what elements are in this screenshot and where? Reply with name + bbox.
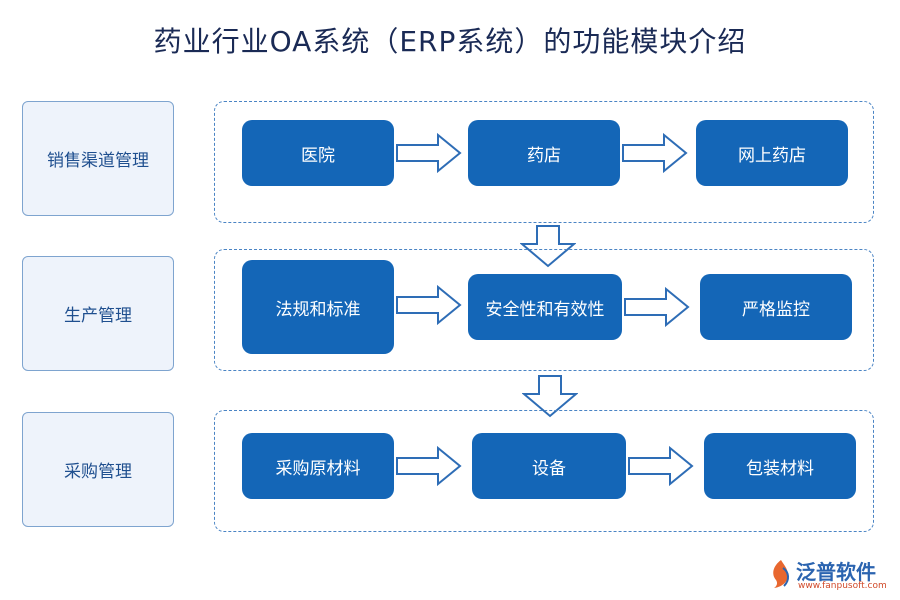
row-panel-sales-channel <box>214 101 874 223</box>
arrow-right-icon <box>396 446 462 486</box>
node-equipment: 设备 <box>472 433 626 499</box>
arrow-right-icon <box>622 133 688 173</box>
node-raw-materials: 采购原材料 <box>242 433 394 499</box>
row-label-procurement: 采购管理 <box>22 412 174 527</box>
row-label-sales-channel: 销售渠道管理 <box>22 101 174 216</box>
node-packaging-materials: 包装材料 <box>704 433 856 499</box>
arrow-right-icon <box>396 285 462 325</box>
node-regulations-standards: 法规和标准 <box>242 260 394 354</box>
node-strict-monitoring: 严格监控 <box>700 274 852 340</box>
arrow-down-icon <box>522 375 578 418</box>
page-title: 药业行业OA系统（ERP系统）的功能模块介绍 <box>153 25 747 58</box>
arrow-right-icon <box>628 446 694 486</box>
brand-logo-url: www.fanpusoft.com <box>798 581 887 591</box>
arrow-down-icon <box>520 225 576 268</box>
node-pharmacy: 药店 <box>468 120 620 186</box>
arrow-right-icon <box>396 133 462 173</box>
node-online-pharmacy: 网上药店 <box>696 120 848 186</box>
row-panel-production <box>214 249 874 371</box>
brand-logo-name: 泛普软件 <box>796 560 876 584</box>
node-hospital: 医院 <box>242 120 394 186</box>
row-label-production: 生产管理 <box>22 256 174 371</box>
node-safety-efficacy: 安全性和有效性 <box>468 274 622 340</box>
brand-logo: 泛普软件 www.fanpusoft.com <box>768 556 892 596</box>
brand-logo-icon <box>773 560 789 588</box>
row-panel-procurement <box>214 410 874 532</box>
arrow-right-icon <box>624 287 690 327</box>
